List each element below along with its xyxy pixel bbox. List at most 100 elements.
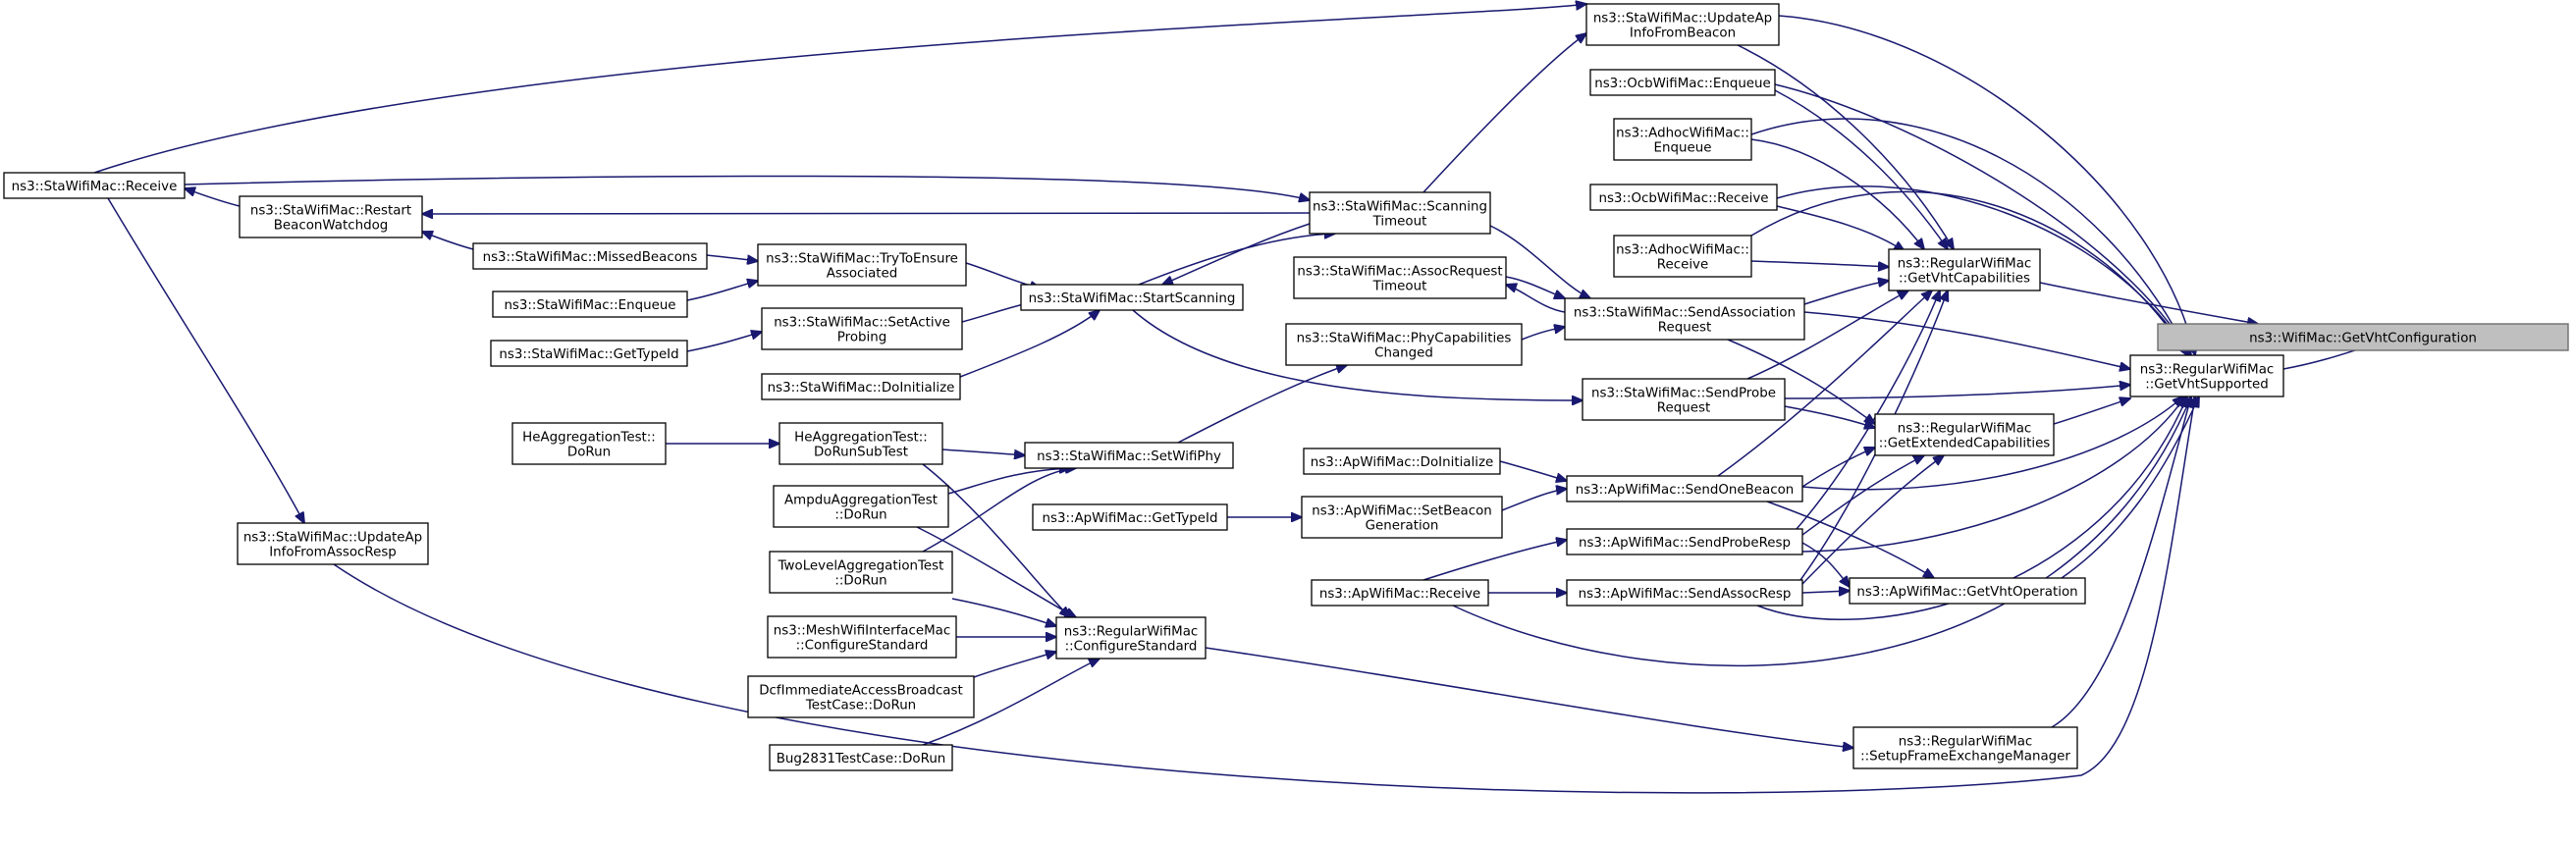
node-ocbenqueue[interactable]: ns3::OcbWifiMac::Enqueue bbox=[1589, 69, 1776, 96]
node-box bbox=[1032, 503, 1228, 531]
node-box bbox=[1585, 3, 1780, 46]
node-label: ns3::RegularWifiMac bbox=[1898, 422, 2032, 437]
call-edge-sendprobereq-to-getvhtcap bbox=[1746, 290, 1908, 380]
call-edge-adhocenqueue-to-getvhtsupported bbox=[1750, 118, 2189, 355]
node-label: Request bbox=[1657, 401, 1710, 416]
node-label: TestCase::DoRun bbox=[805, 699, 916, 713]
node-label: ns3::ApWifiMac::DoInitialize bbox=[1311, 455, 1493, 470]
node-box bbox=[511, 422, 667, 465]
node-label: Timeout bbox=[1372, 215, 1427, 230]
node-heaggdorunsub[interactable]: HeAggregationTest::DoRunSubTest bbox=[778, 422, 943, 465]
node-missedbeacons[interactable]: ns3::StaWifiMac::MissedBeacons bbox=[472, 242, 708, 270]
node-label: BeaconWatchdog bbox=[274, 219, 389, 234]
node-label: ::GetExtendedCapabilities bbox=[1879, 437, 2051, 451]
call-edge-scantimeout-to-startscanning bbox=[1162, 223, 1311, 285]
node-label: ns3::OcbWifiMac::Receive bbox=[1598, 191, 1768, 206]
node-meshconfig[interactable]: ns3::MeshWifiInterfaceMac::ConfigureStan… bbox=[767, 615, 957, 659]
node-box bbox=[2157, 323, 2569, 351]
node-label: HeAggregationTest:: bbox=[794, 431, 928, 446]
node-box bbox=[3, 172, 186, 199]
node-box bbox=[1852, 726, 2078, 769]
node-label: ns3::RegularWifiMac bbox=[2140, 363, 2275, 378]
node-getextcap[interactable]: ns3::RegularWifiMac::GetExtendedCapabili… bbox=[1874, 413, 2055, 456]
call-edge-sendproberesp-to-getvhtsupported bbox=[1801, 396, 2185, 553]
node-ocbreceive[interactable]: ns3::OcbWifiMac::Receive bbox=[1589, 184, 1778, 211]
node-adhocreceive[interactable]: ns3::AdhocWifiMac::Receive bbox=[1613, 235, 1752, 278]
node-label: ns3::WifiMac::GetVhtConfiguration bbox=[2249, 332, 2477, 346]
node-bug2831[interactable]: Bug2831TestCase::DoRun bbox=[769, 744, 953, 771]
node-apreceive[interactable]: ns3::ApWifiMac::Receive bbox=[1311, 579, 1489, 607]
node-heaggdorun[interactable]: HeAggregationTest::DoRun bbox=[511, 422, 667, 465]
node-sendassocresp[interactable]: ns3::ApWifiMac::SendAssocResp bbox=[1566, 579, 1803, 607]
node-box bbox=[1888, 248, 2041, 291]
node-label: ns3::StaWifiMac::Receive bbox=[12, 180, 178, 194]
node-getvhtsupported[interactable]: ns3::RegularWifiMac::GetVhtSupported bbox=[2129, 354, 2284, 397]
node-dcfdorun[interactable]: DcfImmediateAccessBroadcastTestCase::DoR… bbox=[747, 675, 975, 718]
node-label: ns3::StaWifiMac::AssocRequest bbox=[1297, 265, 1502, 280]
call-edge-missedbeacons-to-restartbw bbox=[422, 232, 474, 250]
node-box bbox=[778, 422, 943, 465]
node-adhocenqueue[interactable]: ns3::AdhocWifiMac::Enqueue bbox=[1613, 118, 1752, 161]
node-label: ns3::ApWifiMac::SendProbeResp bbox=[1579, 536, 1791, 551]
call-edge-scantimeout-to-updapbeacon bbox=[1422, 33, 1586, 193]
call-edge-configstd-to-setupfem bbox=[1205, 647, 1853, 748]
node-stadoinit[interactable]: ns3::StaWifiMac::DoInitialize bbox=[761, 373, 961, 400]
node-getvhtcap[interactable]: ns3::RegularWifiMac::GetVhtCapabilities bbox=[1888, 248, 2041, 291]
call-edge-assocreqtimeout-to-sendassocreq bbox=[1505, 276, 1565, 298]
node-label: ::SetupFrameExchangeManager bbox=[1860, 750, 2070, 765]
node-twoleveldorun[interactable]: TwoLevelAggregationTest::DoRun bbox=[769, 551, 953, 594]
node-apgetvhtop[interactable]: ns3::ApWifiMac::GetVhtOperation bbox=[1849, 577, 2086, 605]
node-setupfem[interactable]: ns3::RegularWifiMac::SetupFrameExchangeM… bbox=[1852, 726, 2078, 769]
call-edge-sendonebeacon-to-getvhtsupported bbox=[1801, 396, 2183, 491]
node-updapassoc[interactable]: ns3::StaWifiMac::UpdateApInfoFromAssocRe… bbox=[237, 522, 429, 565]
call-edge-sendassocresp-to-getextcap bbox=[1801, 455, 1944, 585]
node-box bbox=[1024, 442, 1234, 469]
call-edge-staenqueue-to-tryensure bbox=[686, 281, 758, 301]
node-label: TwoLevelAggregationTest bbox=[778, 559, 944, 574]
node-box bbox=[1566, 579, 1803, 607]
call-edge-heaggdorunsub-to-configstd bbox=[922, 463, 1070, 617]
node-stareceive[interactable]: ns3::StaWifiMac::Receive bbox=[3, 172, 186, 199]
node-getvhtconfig[interactable]: ns3::WifiMac::GetVhtConfiguration bbox=[2157, 323, 2569, 351]
node-label: ns3::AdhocWifiMac:: bbox=[1616, 127, 1749, 141]
node-apdoinit[interactable]: ns3::ApWifiMac::DoInitialize bbox=[1303, 448, 1501, 475]
node-label: ns3::StaWifiMac::GetTypeId bbox=[499, 347, 678, 362]
node-staenqueue[interactable]: ns3::StaWifiMac::Enqueue bbox=[492, 290, 688, 318]
call-edge-ocbreceive-to-getvhtcap bbox=[1776, 205, 1905, 251]
node-box bbox=[767, 615, 957, 659]
node-label: ns3::StaWifiMac::SendProbe bbox=[1591, 387, 1776, 401]
node-label: Receive bbox=[1657, 258, 1708, 273]
node-sendproberesp[interactable]: ns3::ApWifiMac::SendProbeResp bbox=[1566, 528, 1803, 555]
call-edge-stagettypeid-to-setactiveprobing bbox=[686, 332, 762, 352]
node-box bbox=[1564, 297, 1805, 341]
call-edge-sendproberesp-to-getvhtcap bbox=[1796, 290, 1940, 530]
node-label: ns3::StaWifiMac::SetWifiPhy bbox=[1037, 449, 1221, 464]
node-label: Timeout bbox=[1372, 280, 1427, 294]
call-edge-updapbeacon-to-getvhtsupported bbox=[1778, 15, 2195, 355]
node-label: ns3::ApWifiMac::GetTypeId bbox=[1043, 511, 1218, 526]
node-setwifiphy[interactable]: ns3::StaWifiMac::SetWifiPhy bbox=[1024, 442, 1234, 469]
node-stagettypeid[interactable]: ns3::StaWifiMac::GetTypeId bbox=[490, 340, 688, 367]
node-configstd[interactable]: ns3::RegularWifiMac::ConfigureStandard bbox=[1055, 616, 1207, 660]
node-sendonebeacon[interactable]: ns3::ApWifiMac::SendOneBeacon bbox=[1566, 475, 1803, 502]
node-label: DoRunSubTest bbox=[814, 446, 908, 460]
edge-layer bbox=[93, 4, 2395, 794]
node-box bbox=[1613, 118, 1752, 161]
node-ampdudorun[interactable]: AmpduAggregationTest::DoRun bbox=[773, 485, 949, 528]
call-edge-ocbenqueue-to-getvhtcap bbox=[1774, 89, 1948, 249]
node-apgettypeid[interactable]: ns3::ApWifiMac::GetTypeId bbox=[1032, 503, 1228, 531]
node-box bbox=[1589, 69, 1776, 96]
call-edge-adhocreceive-to-getvhtcap bbox=[1750, 260, 1889, 267]
call-edge-sendproberesp-to-getextcap bbox=[1801, 455, 1924, 536]
node-startscanning[interactable]: ns3::StaWifiMac::StartScanning bbox=[1020, 284, 1244, 311]
